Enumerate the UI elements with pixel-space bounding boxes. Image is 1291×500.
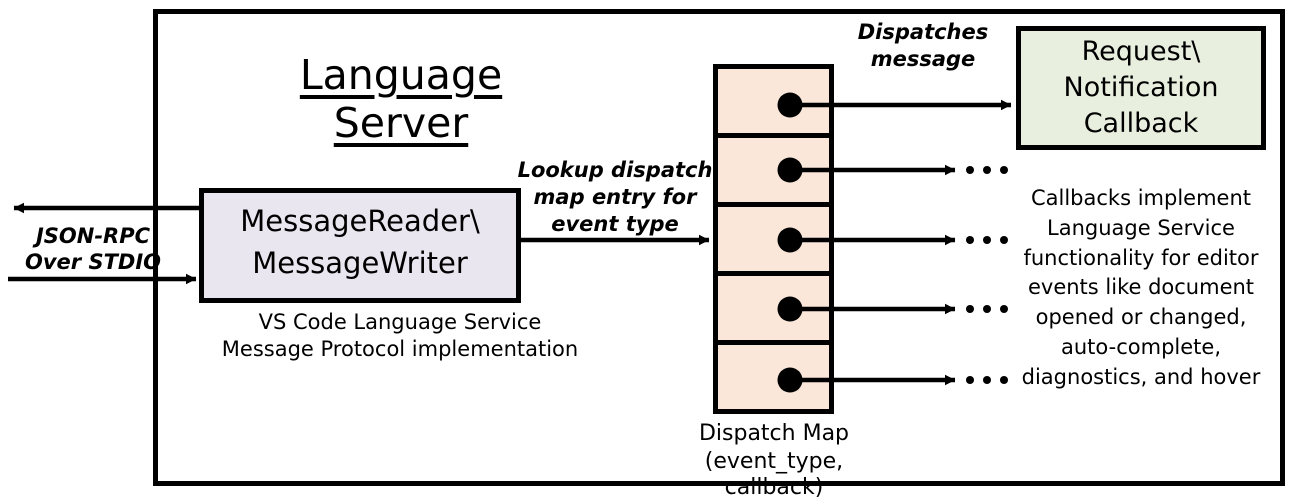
ellipsis-row-3: [966, 236, 1008, 244]
dispatch-map-caption-line1: Dispatch Map: [698, 421, 850, 446]
dispatches-label-line1: Dispatches: [857, 20, 989, 44]
callback-description-line: events like document: [1027, 275, 1255, 300]
lookup-label-line2: map entry for: [533, 185, 697, 209]
ellipsis-row-5: [966, 376, 1008, 384]
message-box-caption-line2: Message Protocol implementation: [221, 337, 579, 361]
dispatch-map-row-1: [713, 64, 834, 138]
message-box-label-line1: MessageReader\: [240, 203, 480, 238]
message-reader-writer-box: [199, 188, 521, 303]
ellipsis-row-4: [966, 305, 1008, 313]
message-box-caption-line1: VS Code Language Service: [258, 310, 542, 334]
callback-description-line: functionality for editor: [1023, 245, 1259, 270]
dispatch-map-row-5: [713, 340, 834, 414]
ellipsis-row-2: [966, 166, 1008, 174]
callback-box-label-line2: Notification: [1063, 72, 1219, 104]
language-server-container: [153, 9, 1285, 486]
json-rpc-label-line1: JSON-RPC: [35, 224, 151, 248]
page-title: Language Server: [299, 51, 503, 147]
callback-description-line: auto-complete,: [1061, 335, 1221, 360]
callback-description-line: Language Service: [1047, 215, 1235, 240]
callback-description-line: diagnostics, and hover: [1021, 364, 1261, 389]
callback-description-line: opened or changed,: [1035, 305, 1247, 330]
callback-box: [1016, 26, 1266, 150]
lookup-label-line3: event type: [551, 212, 679, 236]
lookup-label-line1: Lookup dispatch: [517, 158, 713, 182]
callback-description: Callbacks implement Language Service fun…: [1005, 184, 1277, 393]
callback-box-label-line1: Request\: [1081, 36, 1201, 68]
callback-box-label-line3: Callback: [1083, 108, 1199, 140]
dispatches-label-line2: message: [870, 47, 976, 71]
message-box-label-line2: MessageWriter: [252, 245, 468, 280]
json-rpc-label-line2: Over STDIO: [25, 250, 161, 274]
dispatch-map-caption-line2: (event_type, callback): [704, 449, 844, 500]
callback-description-line: Callbacks implement: [1030, 186, 1252, 210]
